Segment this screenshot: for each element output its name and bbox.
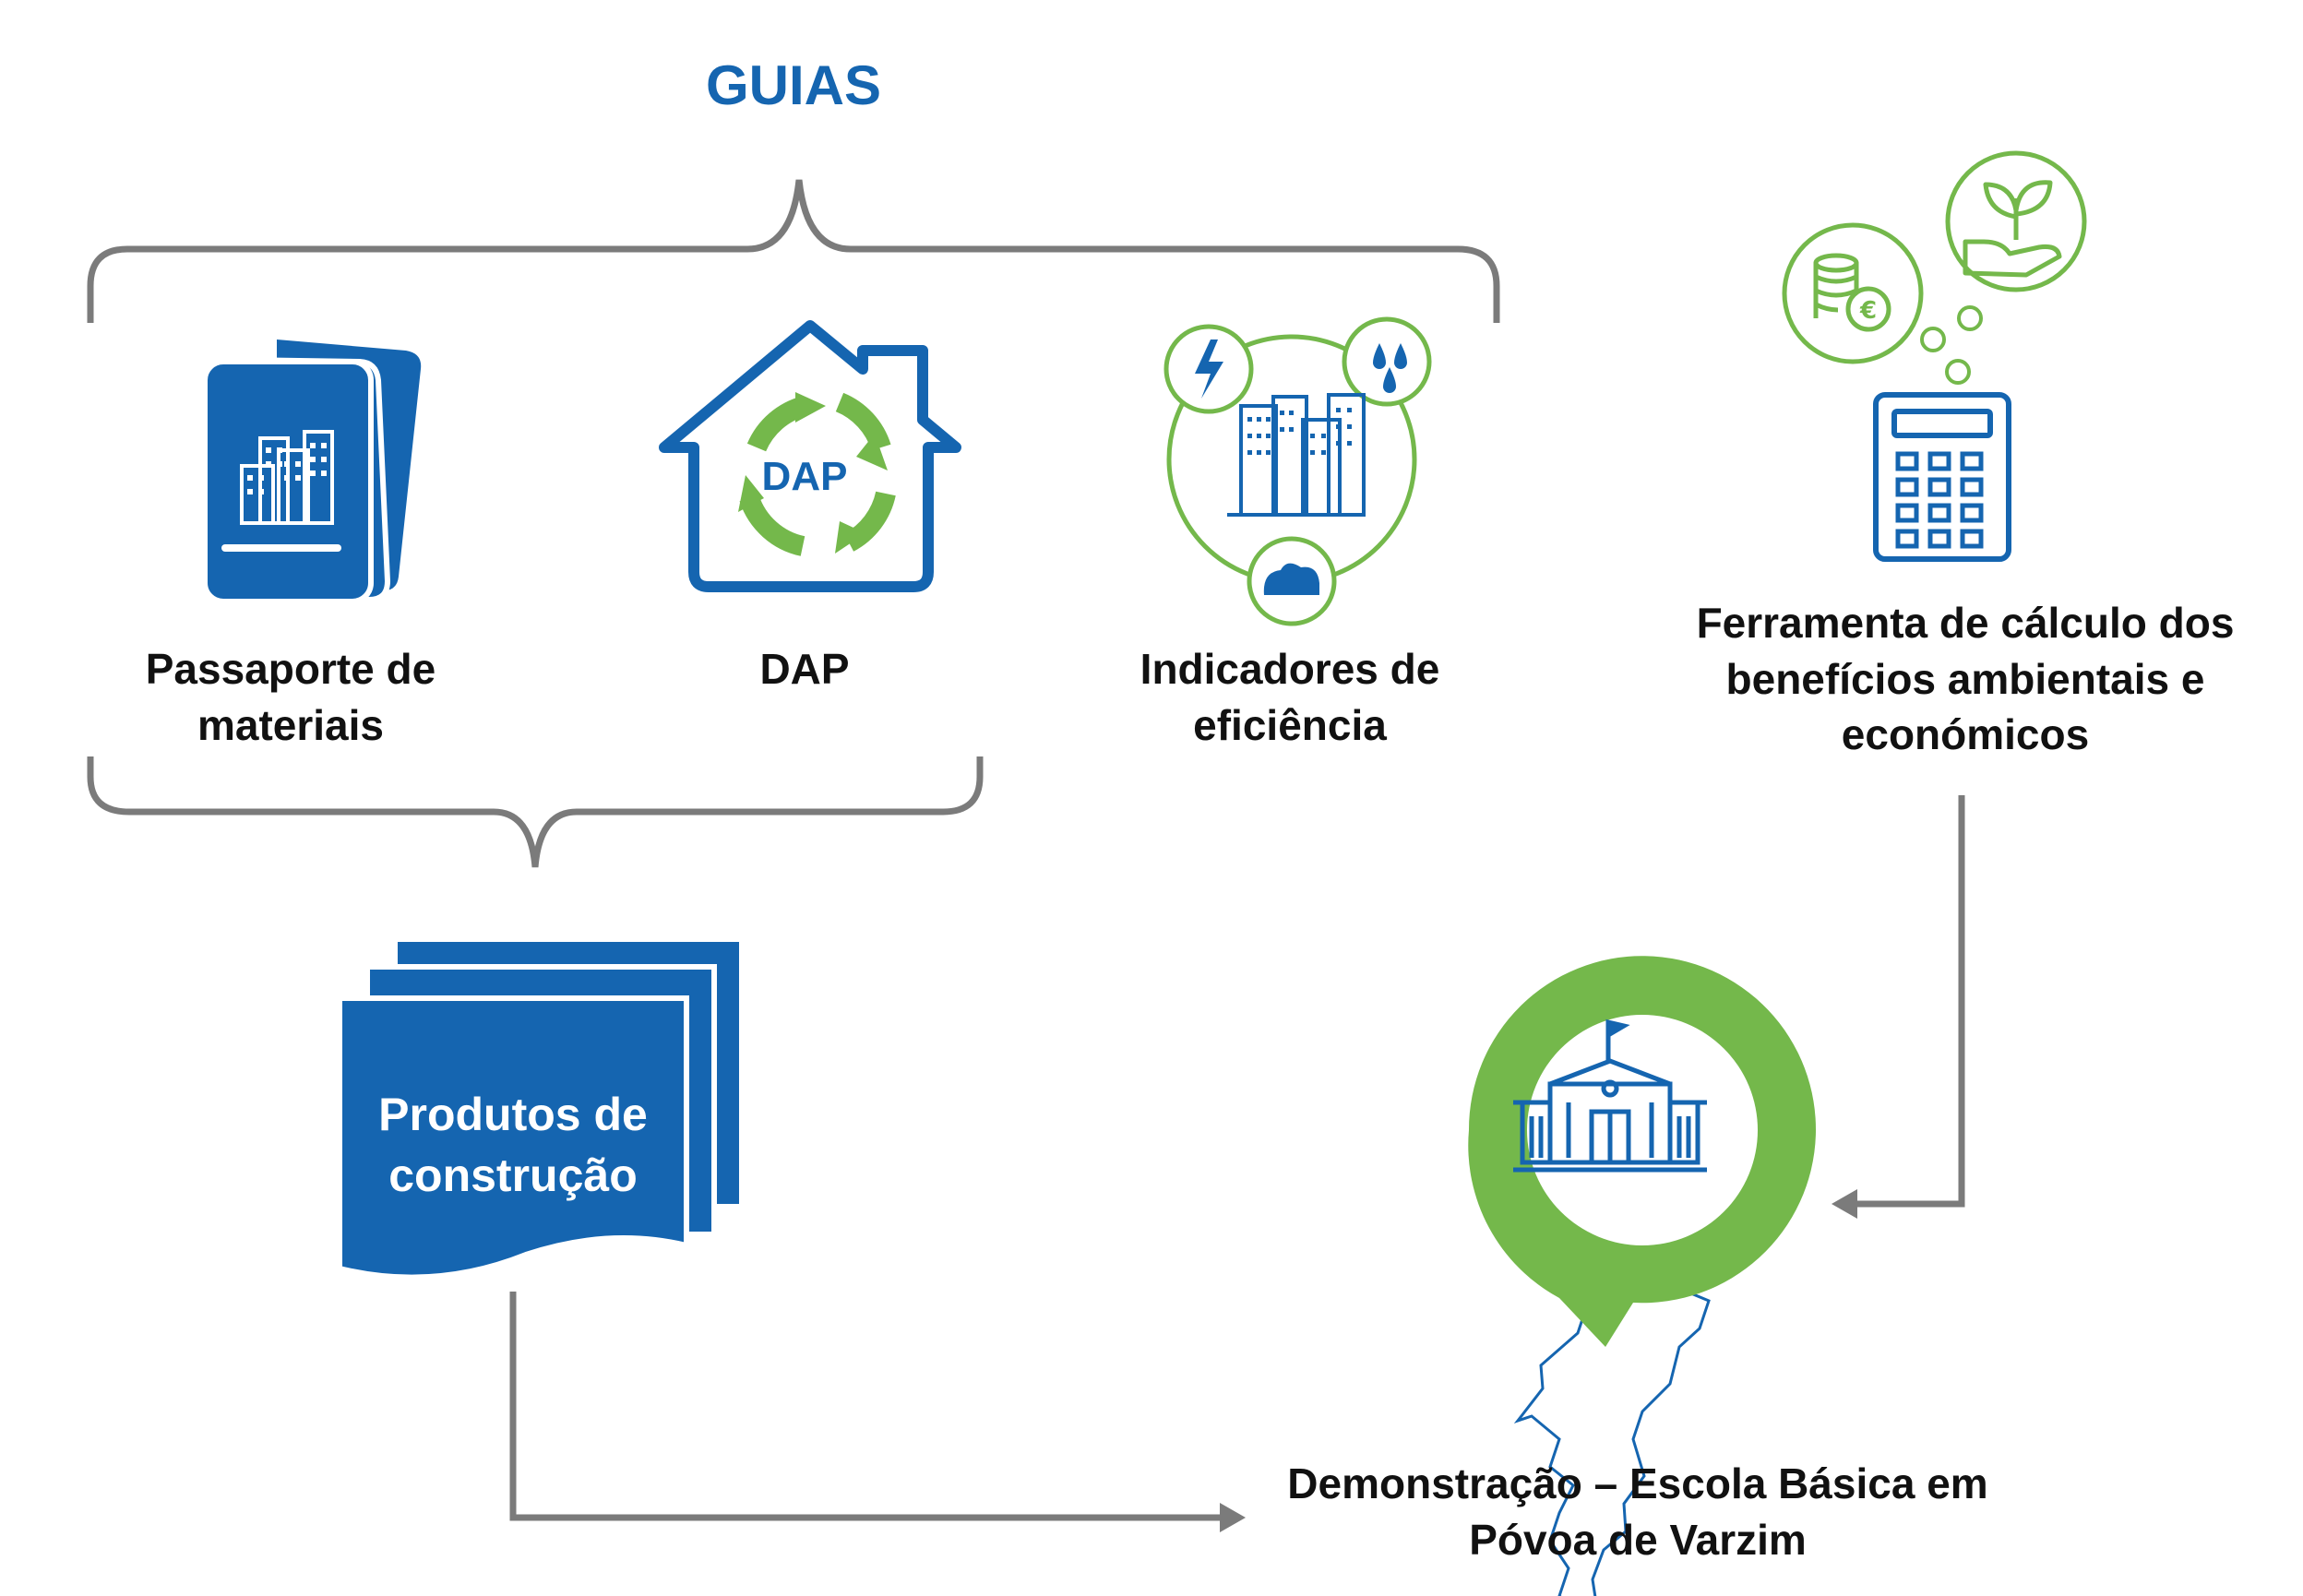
- guias-brace: [87, 179, 1500, 323]
- efficiency-indicators-icon: [1163, 316, 1432, 626]
- guias-title: GUIAS: [705, 54, 882, 116]
- label-passaporte-line2: materiais: [197, 700, 384, 749]
- label-demonstracao-line1: Demonstração – Escola Básica em: [1287, 1459, 1988, 1507]
- school-location-pin-icon: [1468, 956, 1816, 1596]
- label-ferramenta-line2: benefícios ambientais e: [1725, 654, 2205, 703]
- label-indicadores-line1: Indicadores de: [1140, 645, 1440, 693]
- label-passaporte-line1: Passaporte de: [145, 645, 436, 693]
- euro-icon: €: [1859, 297, 1877, 325]
- label-indicadores: Indicadores de eficiência: [1105, 641, 1474, 753]
- label-ferramenta: Ferramenta de cálculo dos benefícios amb…: [1642, 595, 2288, 763]
- label-indicadores-line2: eficiência: [1193, 700, 1387, 749]
- label-ferramenta-line3: económicos: [1841, 710, 2090, 759]
- arrow-products-to-demo: [509, 1292, 1246, 1532]
- calculation-tool-icon: €: [1782, 150, 2087, 562]
- house-dap-icon: DAP: [659, 320, 961, 592]
- label-demonstracao-line2: Póvoa de Varzim: [1469, 1515, 1807, 1564]
- building-passport-icon: [202, 339, 422, 604]
- label-produtos-line1: Produtos de: [378, 1089, 648, 1140]
- construction-products-icon: [337, 936, 745, 1280]
- dap-icon-text: DAP: [762, 454, 848, 499]
- label-produtos: Produtos de construção: [340, 1084, 686, 1206]
- label-passaporte: Passaporte de materiais: [106, 641, 475, 753]
- label-dap-line1: DAP: [759, 645, 850, 693]
- label-dap: DAP: [712, 641, 897, 697]
- label-produtos-line2: construção: [388, 1149, 638, 1201]
- arrow-tool-to-demo: [1832, 795, 1965, 1219]
- label-ferramenta-line1: Ferramenta de cálculo dos: [1696, 599, 2235, 647]
- label-demonstracao: Demonstração – Escola Básica em Póvoa de…: [1236, 1456, 2039, 1567]
- products-brace: [87, 756, 984, 868]
